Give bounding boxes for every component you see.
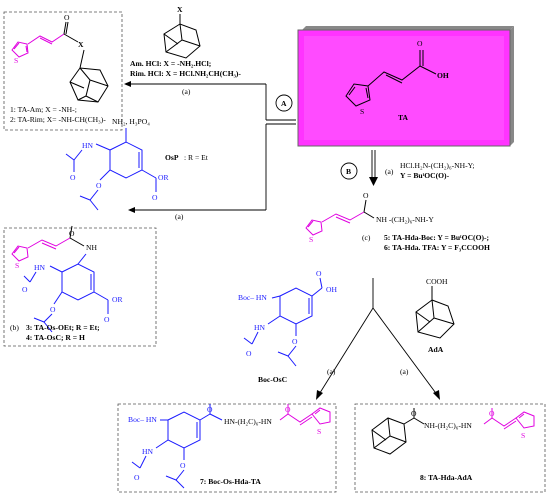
osp-r-def: : R = Et: [184, 153, 209, 162]
boc-osc-o3: O: [292, 337, 298, 346]
osp-or: OR: [158, 173, 169, 182]
boc-osc-molecule: Boc– HN O OH HN O O: [238, 269, 337, 367]
product-7-label: 7: Boc-Os-Hda-TA: [200, 477, 261, 486]
osp-o1: O: [70, 173, 76, 182]
circle-a: [275, 94, 293, 112]
carbonyl-1: [63, 21, 67, 35]
reagent-b-2: Y = BuᵗOC(O)-: [400, 171, 450, 180]
ta-box: [297, 26, 514, 147]
boc-osc-o: O: [316, 269, 322, 278]
p7-o-d: O: [285, 405, 291, 414]
atom-o-5: O: [363, 191, 369, 200]
chain-5: NH -(CH₂)₆-NH-Y: [376, 215, 434, 224]
product-1-label: 1: TA-Am; X = -NH-;: [10, 105, 77, 114]
osp-label: OsP: [165, 153, 179, 162]
product-8-ta-part: O S: [483, 408, 535, 440]
product-2-label: 2: TA-Rim; X= -NH-CH(CH₃)-: [10, 115, 106, 124]
osp-salt: NH₂, H₃PO₄: [112, 117, 150, 126]
reagent-rim: Rim. HCl: X = HCl.NH₂CH(CH₃)-: [130, 69, 241, 78]
product-6-label: 6: TA-Hda. TFA: Y = F₃CCOOH: [384, 243, 490, 252]
boc-osc-bochn: Boc– HN: [238, 293, 267, 302]
boc-osc-label: Boc-OsC: [258, 375, 287, 384]
step-a-left: (a): [327, 367, 336, 376]
step-a-top: (a): [182, 87, 191, 96]
adamantane-1: [69, 49, 109, 103]
step-c: (c): [362, 233, 371, 242]
p8-chain: NH-(H₂C)₆-HN: [424, 421, 472, 430]
ta-molecule: S O OH: [345, 39, 449, 116]
step-a-b: (a): [385, 167, 394, 176]
step-b: (b): [10, 323, 19, 332]
product-7-molecule: Boc– HN O HN O O: [128, 404, 223, 489]
reagent-x-label: X: [177, 5, 183, 14]
arrow-to-7: [317, 307, 374, 397]
product-7-ta-part: O S: [279, 404, 331, 436]
atom-o-3b: O: [22, 285, 28, 294]
product-3-4-molecule: S O NH HN O O O OR: [11, 225, 123, 333]
p8-o-b: O: [489, 409, 495, 418]
product-4-label: 4: TA-OsC; R = H: [26, 333, 85, 342]
atom-oh-ta: OH: [437, 71, 449, 80]
adamantane-reagent: [163, 14, 201, 59]
p7-o-a: O: [207, 405, 213, 414]
osp-o2: O: [96, 181, 102, 190]
p7-o-b: O: [180, 461, 186, 470]
thiophene-ring-1: S: [11, 41, 29, 65]
reagent-am: Am. HCl: X = -NH₂.HCl;: [130, 59, 211, 68]
p7-chain: HN-(H₂C)₆-HN: [224, 417, 272, 426]
atom-o-3c: O: [50, 305, 56, 314]
atom-o-3d: O: [104, 315, 110, 324]
step-a-osp: (a): [175, 212, 184, 221]
p8-o-a: O: [411, 409, 417, 418]
arrow-to-8: [372, 307, 439, 397]
atom-hn-3: HN: [34, 263, 45, 272]
circle-b: [340, 162, 358, 180]
p7-o-c: O: [134, 473, 140, 482]
atom-o-ta: O: [417, 39, 423, 48]
reagent-b-1: HCl.H₂N-(CH₂)₆-NH-Y;: [400, 161, 475, 170]
p7-bochn: Boc– HN: [128, 415, 157, 424]
product-5-6-molecule: S O: [305, 191, 375, 244]
product-5-label: 5: TA-Hda-Boc: Y = BuᵗOC(O)-;: [384, 233, 489, 242]
boc-osc-hn: HN: [254, 323, 265, 332]
circle-b-label: B: [346, 167, 351, 176]
p8-s: S: [521, 431, 525, 440]
p7-hn: HN: [142, 447, 153, 456]
osp-hn: HN: [82, 141, 93, 150]
product-8-adamantane: O: [371, 408, 425, 455]
ta-label: TA: [398, 113, 409, 122]
atom-s-5: S: [309, 235, 313, 244]
atom-o-3a: O: [69, 229, 75, 238]
product-8-label: 8: TA-Hda-AdA: [420, 473, 473, 482]
products-3-4-box: [3, 227, 157, 347]
atom-or-3: OR: [112, 295, 123, 304]
boc-osc-o2: O: [246, 349, 252, 358]
atom-s-ta: S: [360, 107, 364, 116]
vinyl-chain-1: [27, 33, 65, 45]
product-3-label: 3: TA-Os-OEt; R = Et;: [26, 323, 100, 332]
atom-nh-3: NH: [86, 243, 97, 252]
atom-x-1: X: [78, 40, 84, 49]
ada-molecule: COOH: [415, 277, 455, 339]
product-8-box: [354, 403, 546, 493]
osp-molecule: NH₂, H₃PO₄ HN O O O OR: [65, 117, 169, 211]
atom-o-1: O: [64, 13, 70, 22]
ada-cooh: COOH: [426, 277, 448, 286]
osp-o3: O: [152, 193, 158, 202]
ada-label: AdA: [428, 345, 444, 354]
product-7-box: [117, 403, 337, 493]
circle-a-label: A: [281, 99, 287, 108]
products-1-2-box: [3, 11, 123, 131]
atom-s-1: S: [14, 56, 18, 65]
step-a-right: (a): [400, 367, 409, 376]
atom-s-3: S: [15, 261, 19, 270]
boc-osc-oh: OH: [326, 285, 337, 294]
p7-s: S: [317, 427, 321, 436]
